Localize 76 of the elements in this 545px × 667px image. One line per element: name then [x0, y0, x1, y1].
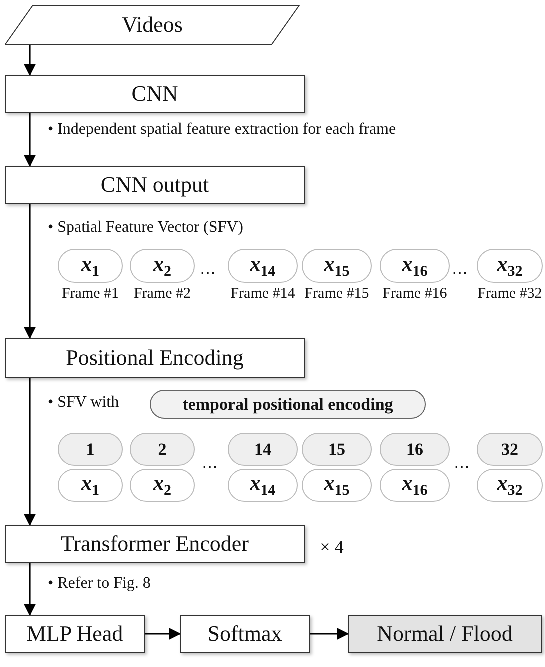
annotation-text: ⋯ [200, 264, 216, 283]
annotation-text: • Independent spatial feature extraction for each frame [48, 121, 396, 139]
position-pill [477, 433, 543, 466]
vector-pill [302, 249, 372, 283]
vector-pill [58, 469, 123, 502]
node-label: x$_{16}$ [402, 252, 428, 280]
position-pill [380, 433, 450, 466]
node-label: x$_{32}$ [497, 252, 523, 280]
output-box [348, 615, 542, 653]
vector-pill [380, 469, 450, 502]
process-box [5, 615, 145, 653]
frame-caption: × 4 [319, 536, 345, 558]
vector-pill [380, 249, 450, 283]
node-label: Positional Encoding [66, 345, 244, 371]
node-label: 1 [86, 440, 95, 460]
arrow [24, 378, 36, 526]
arrow [24, 204, 36, 340]
node-label: x$_{1}$ [82, 471, 100, 500]
node-label: temporal positional encoding [182, 394, 394, 414]
position-pill [58, 433, 123, 466]
node-label: x$_{1}$ [82, 252, 100, 280]
node-label: 16 [406, 440, 424, 460]
frame-caption: Frame #2 [132, 285, 192, 304]
vector-pill [302, 469, 372, 502]
node-label: Softmax [208, 621, 282, 647]
frame-caption: Frame #14 [230, 285, 296, 304]
frame-caption: Frame #15 [304, 285, 370, 304]
position-pill [302, 433, 372, 466]
node-label: x$_{2}$ [154, 252, 172, 280]
annotation-text: • SFV with [48, 394, 120, 412]
process-box [180, 615, 310, 653]
node-label: x$_{14}$ [250, 252, 276, 280]
frame-caption: Frame #1 [60, 285, 120, 304]
node-label: x$_{14}$ [250, 471, 276, 500]
annotation-text: ⋯ [454, 458, 470, 477]
arrow [310, 628, 350, 640]
node-label: x$_{32}$ [497, 471, 523, 500]
vector-pill [130, 249, 195, 283]
vector-pill [477, 249, 543, 283]
frame-caption: Frame #16 [382, 285, 448, 304]
node-label: CNN output [100, 172, 210, 198]
node-label: Transformer Encoder [61, 531, 249, 557]
process-box [5, 525, 305, 563]
process-box [5, 338, 305, 378]
node-label: 2 [158, 440, 167, 460]
node-label: MLP Head [26, 621, 124, 647]
node-label: 15 [328, 440, 346, 460]
annotation-text: • Refer to Fig. 8 [48, 575, 151, 593]
encoding-pill [150, 390, 426, 419]
node-label: x$_{15}$ [324, 471, 350, 500]
node-label: Videos [122, 12, 183, 38]
position-pill [228, 433, 298, 466]
annotation-text: • Spatial Feature Vector (SFV) [48, 219, 244, 237]
vector-pill [130, 469, 195, 502]
node-label: x$_{16}$ [402, 471, 428, 500]
node-label: CNN [132, 81, 178, 107]
vector-pill [228, 469, 298, 502]
process-box [5, 166, 305, 204]
arrow [24, 113, 36, 168]
node-label: 32 [502, 440, 518, 460]
vector-pill [228, 249, 298, 283]
annotation-text: ⋯ [452, 264, 468, 283]
arrow [24, 45, 36, 76]
position-pill [130, 433, 195, 466]
process-box [5, 75, 305, 113]
frame-caption: Frame #32 [476, 285, 544, 304]
arrow [24, 563, 36, 616]
node-label: x$_{2}$ [154, 471, 172, 500]
arrow [145, 628, 182, 640]
annotation-text: ⋯ [202, 458, 218, 477]
node-label: Normal / Flood [377, 621, 513, 647]
input-parallelogram [5, 5, 300, 45]
vector-pill [477, 469, 543, 502]
node-label: x$_{15}$ [324, 252, 350, 280]
node-label: 14 [254, 440, 272, 460]
vector-pill [58, 249, 123, 283]
